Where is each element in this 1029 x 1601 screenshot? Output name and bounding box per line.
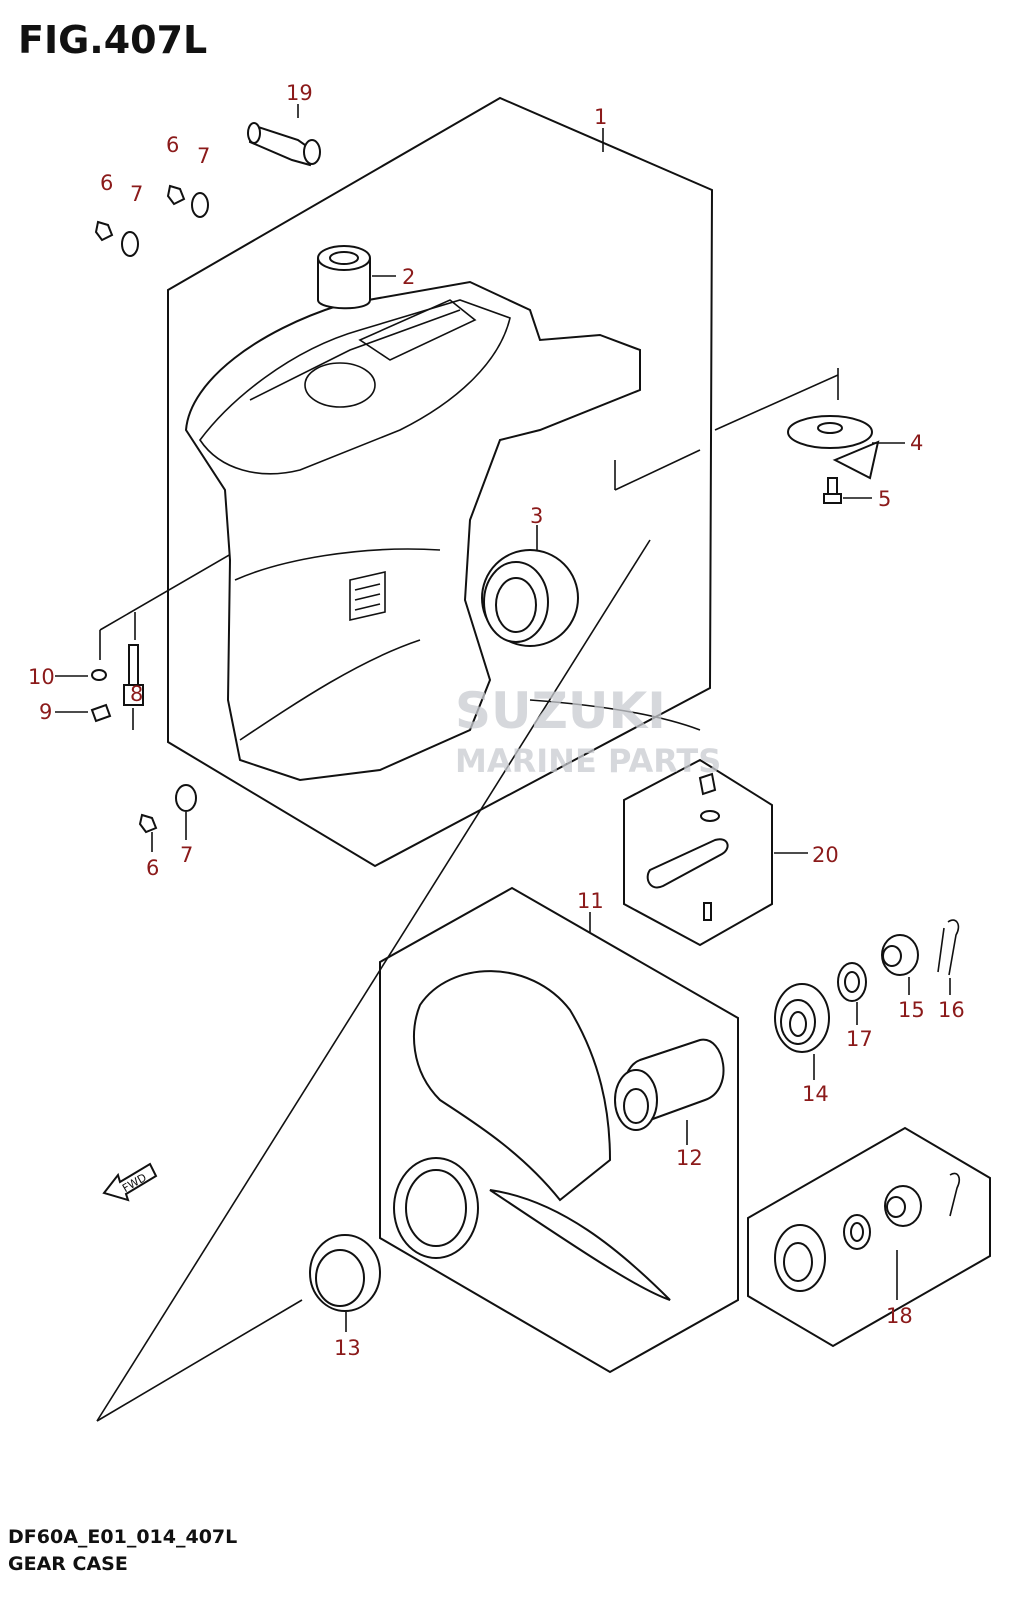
callout-6-c: 6	[146, 856, 159, 880]
diagonal-propeller	[96, 539, 651, 1422]
diagonal-propeller-lower	[96, 1299, 303, 1422]
part-17-washer	[837, 962, 867, 1002]
part-19-plug	[247, 122, 321, 167]
kit-18-parts	[774, 1172, 960, 1292]
callout-8: 8	[130, 682, 143, 706]
callout-3: 3	[530, 504, 543, 528]
callout-10: 10	[28, 665, 55, 689]
callouts: 1 2 3 4 5 6 7 8 9 10 11 12 13 14 15 16 1…	[28, 81, 965, 1360]
watermark-brand: SUZUKI	[455, 682, 666, 740]
callout-2: 2	[402, 265, 415, 289]
propeller-frame	[379, 886, 739, 1374]
callout-6-a: 6	[100, 171, 113, 195]
callout-7-b: 7	[197, 144, 210, 168]
callout-17: 17	[846, 1027, 873, 1051]
part-3-bearing	[481, 549, 579, 647]
callout-15: 15	[898, 998, 925, 1022]
callout-7-a: 7	[130, 182, 143, 206]
callout-19: 19	[286, 81, 313, 105]
part-12-bushing	[614, 1038, 725, 1131]
watermark-subtitle: MARINE PARTS	[455, 742, 721, 780]
frame-diagonal-right	[714, 374, 839, 431]
callout-11: 11	[577, 889, 604, 913]
parts-6-7-lower	[138, 784, 197, 834]
kit-20-parts	[646, 772, 729, 921]
part-13-washer	[309, 1234, 381, 1312]
notch-right-h	[614, 449, 701, 491]
figure-code: DF60A_E01_014_407L	[8, 1526, 238, 1548]
kit-18-frame	[747, 1126, 991, 1348]
part-16-cotter-pin	[937, 919, 960, 976]
gear-case-body	[184, 280, 701, 782]
fwd-arrow-icon: FWD	[102, 1162, 158, 1202]
callout-16: 16	[938, 998, 965, 1022]
callout-20: 20	[812, 843, 839, 867]
part-2-bushing	[317, 245, 371, 310]
callout-14: 14	[802, 1082, 829, 1106]
callout-18: 18	[886, 1304, 913, 1328]
callout-7-c: 7	[180, 843, 193, 867]
figure-title: FIG.407L	[18, 18, 208, 62]
callout-1: 1	[594, 105, 607, 129]
callout-9: 9	[39, 700, 52, 724]
callout-12: 12	[676, 1146, 703, 1170]
watermark: SUZUKI MARINE PARTS	[455, 682, 721, 780]
gear-case-frame	[167, 96, 714, 868]
kit-20-frame	[623, 758, 773, 947]
part-4-anode	[787, 415, 880, 480]
part-11-propeller	[393, 970, 671, 1301]
leader-lines	[55, 104, 951, 1332]
callout-5: 5	[878, 487, 891, 511]
part-5-bolt	[823, 477, 842, 504]
part-14-spacer	[774, 983, 830, 1053]
callout-6-b: 6	[166, 133, 179, 157]
parts-8-9-10	[90, 644, 144, 723]
figure-name: GEAR CASE	[8, 1553, 128, 1575]
parts-6-7-upper	[94, 184, 209, 257]
callout-13: 13	[334, 1336, 361, 1360]
callout-4: 4	[910, 431, 923, 455]
part-15-nut	[881, 934, 919, 976]
